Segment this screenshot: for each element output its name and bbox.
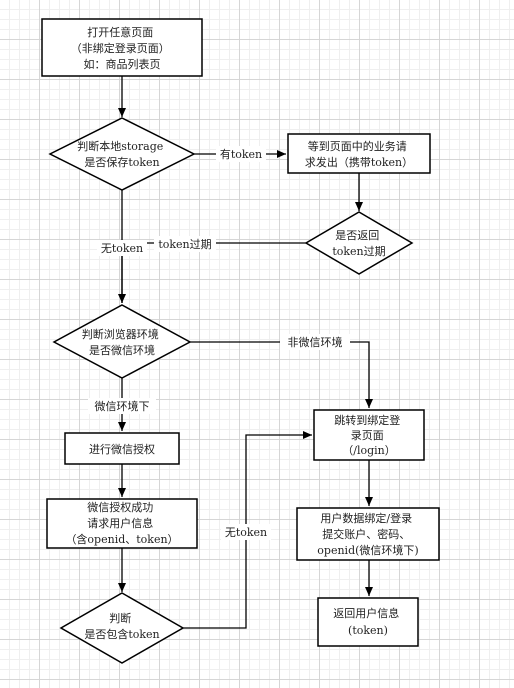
svg-text:等到页面中的业务请 求发出（携带token）: 等到页面中的业务请 求发出（携带token）	[305, 139, 413, 169]
node-redirect-login-line-3: （/login）	[342, 444, 396, 457]
node-auth-success-line-1: 微信授权成功	[87, 500, 153, 514]
svg-text:返回用户信息 (token): 返回用户信息 (token)	[333, 606, 403, 637]
svg-text:判断浏览器环境 是否微信环境: 判断浏览器环境 是否微信环境	[82, 327, 163, 357]
node-check-storage-line-1: 判断本地storage	[77, 139, 163, 153]
svg-text:跳转到绑定登 录页面 （/login: 跳转到绑定登 录页面 （/login）	[334, 413, 404, 457]
node-bind-user: 用户数据绑定/登录 提交账户、密码、 openid(微信环境下)	[296, 507, 440, 561]
svg-text:判断 是否包含token: 判断 是否包含token	[84, 611, 159, 641]
node-bind-user-line-3: openid(微信环境下)	[317, 543, 418, 557]
node-check-browser-line-1: 判断浏览器环境	[82, 327, 159, 341]
edge-label-no-token-2: 无token	[225, 526, 267, 539]
edge-label-non-wechat: 非微信环境	[288, 335, 343, 349]
svg-text:用户数据绑定/登录 提交账户、密码、: 用户数据绑定/登录 提交账户、密码、 openid(微信环境下)	[317, 511, 418, 557]
node-open-page-line-2: （非绑定登录页面）	[71, 41, 170, 55]
node-wait-request-line-1: 等到页面中的业务请	[308, 139, 407, 153]
edge-label-wechat-env: 微信环境下	[95, 399, 150, 413]
node-redirect-login-line-1: 跳转到绑定登	[334, 413, 400, 427]
node-check-storage: 判断本地storage 是否保存token	[48, 117, 196, 191]
node-wait-request-line-2: 求发出（携带token）	[305, 155, 413, 169]
svg-text:是否返回 token过期: 是否返回 token过期	[332, 229, 385, 258]
edge-label-has-token: 有token	[220, 147, 262, 161]
node-wechat-auth-line-1: 进行微信授权	[89, 442, 155, 456]
node-check-contains: 判断 是否包含token	[59, 592, 185, 664]
node-auth-success-line-2: 请求用户信息	[87, 516, 153, 530]
svg-text:进行微信授权: 进行微信授权	[89, 442, 155, 456]
edge-label-token-expired: token过期	[158, 238, 211, 251]
svg-text:判断本地storage 是否保存token: 判断本地storage 是否保存token	[77, 139, 167, 169]
svg-text:打开任意页面 （非绑定登录页面） 如: 打开任意页面 （非绑定登录页面） 如：商品列表页	[71, 25, 174, 71]
node-return-info: 返回用户信息 (token)	[317, 597, 419, 647]
node-check-expired: 是否返回 token过期	[304, 211, 414, 275]
node-check-storage-line-2: 是否保存token	[84, 155, 159, 169]
node-bind-user-line-2: 提交账户、密码、	[322, 527, 410, 541]
node-bind-user-line-1: 用户数据绑定/登录	[320, 511, 412, 525]
node-return-info-line-2: (token)	[348, 624, 388, 637]
node-open-page-line-1: 打开任意页面	[87, 25, 153, 39]
edge-browser-to-login	[190, 341, 373, 408]
node-auth-success: 微信授权成功 请求用户信息 （含openid、token）	[46, 498, 198, 549]
node-check-contains-line-1: 判断	[109, 611, 131, 625]
node-check-browser-line-2: 是否微信环境	[89, 343, 155, 357]
node-auth-success-line-3: （含openid、token）	[65, 532, 178, 546]
node-wechat-auth: 进行微信授权	[64, 432, 180, 465]
node-wait-request: 等到页面中的业务请 求发出（携带token）	[287, 133, 431, 174]
node-redirect-login: 跳转到绑定登 录页面 （/login）	[313, 409, 425, 461]
edge-label-no-token: 无token	[101, 242, 143, 255]
node-redirect-login-line-2: 录页面	[351, 429, 384, 442]
svg-text:微信授权成功 请求用户信息 （含op: 微信授权成功 请求用户信息 （含openid、token）	[65, 500, 178, 546]
node-return-info-line-1: 返回用户信息	[333, 606, 399, 620]
node-check-browser: 判断浏览器环境 是否微信环境	[52, 304, 192, 379]
node-check-contains-line-2: 是否包含token	[84, 627, 159, 641]
node-check-expired-line-2: token过期	[332, 245, 385, 258]
node-check-expired-line-1: 是否返回	[335, 229, 379, 242]
node-open-page: 打开任意页面 （非绑定登录页面） 如：商品列表页	[41, 18, 203, 77]
node-open-page-line-3: 如：商品列表页	[84, 57, 161, 71]
